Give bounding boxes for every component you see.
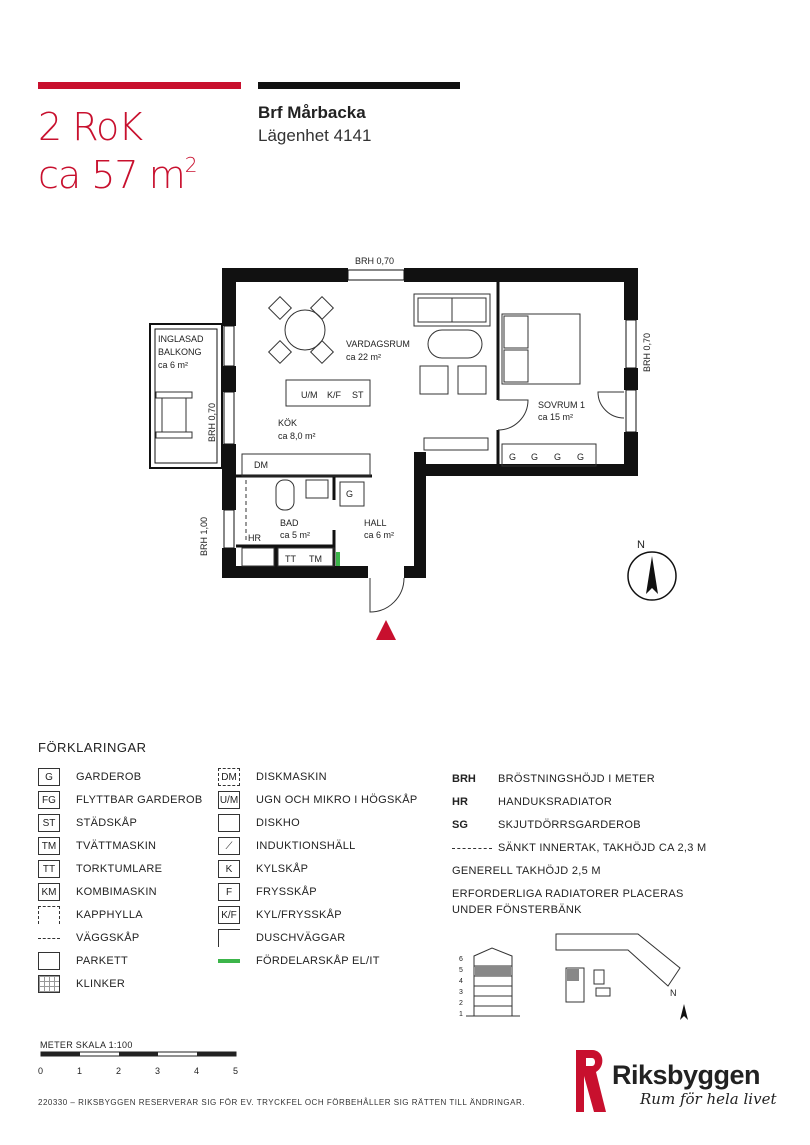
svg-text:5: 5 [459, 967, 463, 974]
brh-right-label: BRH 0,70 [642, 333, 652, 372]
hall-area: ca 6 m² [364, 530, 394, 540]
room-type: 2 RoK [38, 105, 143, 149]
header-black-bar [258, 82, 460, 89]
tile-icon [38, 975, 60, 993]
radiator-note-1: ERFORDERLIGA RADIATORER PLACERAS [452, 887, 684, 900]
svg-text:4: 4 [194, 1066, 199, 1076]
brand-slogan: Rum för hela livet [640, 1090, 777, 1108]
svg-text:4: 4 [459, 978, 463, 985]
brh-top-label: BRH 0,70 [355, 256, 394, 266]
legend-title: FÖRKLARINGAR [38, 740, 147, 755]
balcony-area: ca 6 m² [158, 360, 188, 370]
ceiling-note: SÄNKT INNERTAK, TAKHÖJD CA 2,3 M [452, 837, 706, 859]
svg-text:1: 1 [459, 1011, 463, 1018]
brh-balcony-label: BRH 0,70 [207, 403, 217, 442]
dm-label: DM [254, 460, 268, 470]
kitchen-label: KÖK [278, 418, 297, 428]
legend-item: FÖRDELARSKÅP EL/IT [218, 950, 380, 972]
legend-item: KAPPHYLLA [38, 904, 143, 926]
svg-text:1: 1 [77, 1066, 82, 1076]
g-bedroom-2: G [531, 452, 538, 462]
st-label: ST [352, 390, 364, 400]
shower-wall-icon [218, 929, 240, 947]
radiator-note-2: UNDER FÖNSTERBÄNK [452, 903, 582, 916]
header-red-bar [38, 82, 241, 89]
scale-bar: 0 1 2 3 4 5 [38, 1051, 238, 1076]
svg-text:2: 2 [459, 1000, 463, 1007]
svg-text:3: 3 [155, 1066, 160, 1076]
legend-item: PARKETT [38, 950, 128, 972]
g-hall-label: G [346, 489, 353, 499]
tt-label: TT [285, 554, 296, 564]
balcony-label-2: BALKONG [158, 347, 202, 357]
svg-text:5: 5 [233, 1066, 238, 1076]
kf-label: K/F [327, 390, 342, 400]
apartment-area: ca 57 m2 [38, 153, 197, 197]
svg-text:3: 3 [459, 989, 463, 996]
hall-label: HALL [364, 518, 387, 528]
bedroom-label: SOVRUM 1 [538, 400, 585, 410]
compass-icon [627, 551, 677, 601]
bedroom-area: ca 15 m² [538, 412, 573, 422]
g-bedroom-3: G [554, 452, 561, 462]
living-room-label: VARDAGSRUM [346, 339, 410, 349]
walls [222, 268, 638, 578]
distribution-cabinet-icon [218, 952, 240, 970]
brh-bad-label: BRH 1,00 [199, 517, 209, 556]
coat-rack-icon [38, 906, 60, 924]
parquet-icon [38, 952, 60, 970]
g-bedroom-4: G [577, 452, 584, 462]
scale-title: METER SKALA 1:100 [40, 1040, 133, 1050]
hr-label: HR [248, 533, 261, 543]
compass-label: N [637, 539, 645, 551]
floor-plan: BRH 0,70 BRH 0,70 BRH 0,70 BRH 1,00 INGL… [149, 256, 677, 640]
legend-item: KLINKER [38, 973, 125, 995]
legend-item: DISKHO [218, 812, 300, 834]
svg-text:2: 2 [116, 1066, 121, 1076]
svg-text:6: 6 [459, 956, 463, 963]
riksbyggen-logo-icon [576, 1050, 606, 1112]
um-label: U/M [301, 390, 318, 400]
bath-area: ca 5 m² [280, 530, 310, 540]
bath-label: BAD [280, 518, 299, 528]
project-name: Brf Mårbacka [258, 103, 366, 122]
site-north-label: N [670, 988, 677, 998]
general-height-note: GENERELL TAKHÖJD 2,5 M [452, 865, 601, 877]
brand-name: Riksbyggen [612, 1060, 761, 1090]
legend-item: VÄGGSKÅP [38, 927, 140, 949]
induction-hob-icon: ⟋ [218, 837, 240, 855]
kitchen-area: ca 8,0 m² [278, 431, 316, 441]
wall-cabinet-icon [38, 937, 60, 939]
living-room-area: ca 22 m² [346, 352, 381, 362]
balcony-label-1: INGLASAD [158, 334, 204, 344]
tm-label: TM [309, 554, 322, 564]
disclaimer: 220330 – RIKSBYGGEN RESERVERAR SIG FÖR E… [38, 1098, 525, 1107]
sink-icon [218, 814, 240, 832]
svg-text:0: 0 [38, 1066, 43, 1076]
site-key-plan: 6 5 4 3 2 1 N [459, 933, 688, 1020]
legend-item: ⟋INDUKTIONSHÄLL [218, 835, 356, 857]
g-bedroom-1: G [509, 452, 516, 462]
apartment-number: Lägenhet 4141 [258, 126, 372, 145]
legend-item: DUSCHVÄGGAR [218, 927, 345, 949]
